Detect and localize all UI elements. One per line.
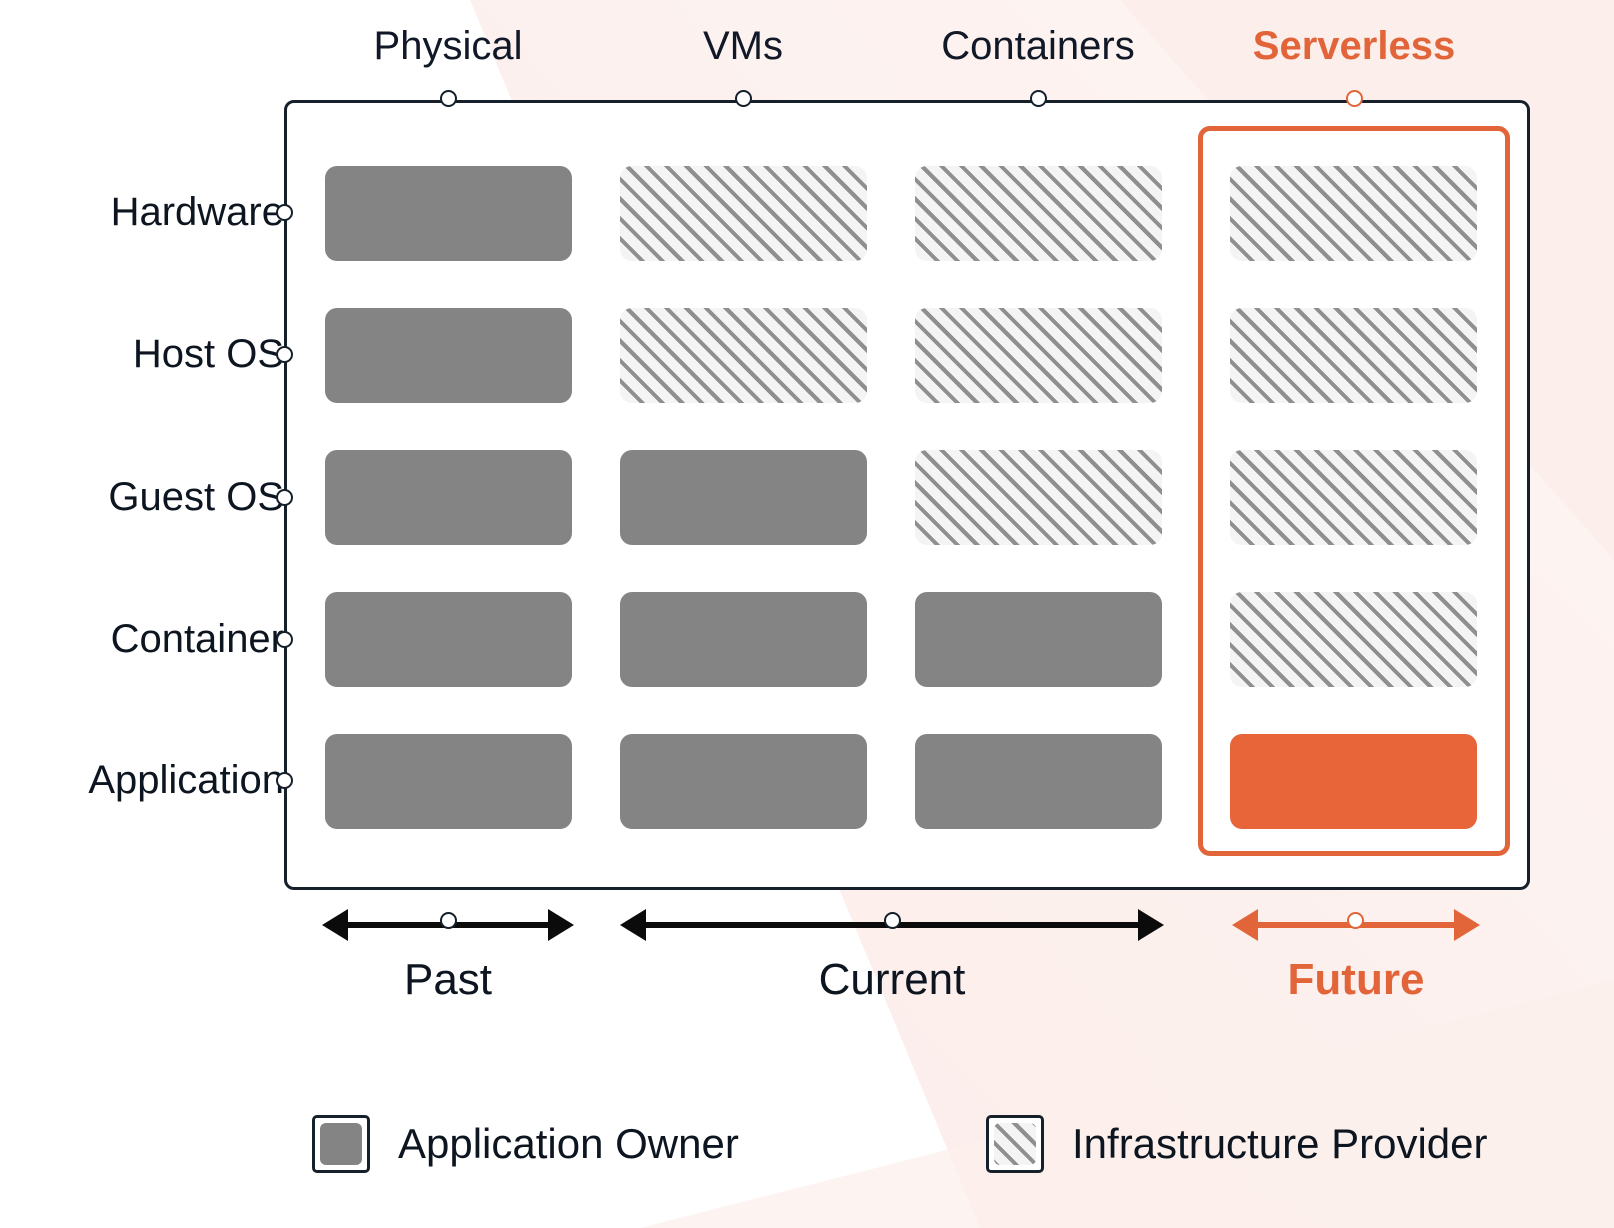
column-header-serverless-label: Serverless: [1252, 24, 1456, 68]
cell-physical-host-os: [325, 308, 572, 403]
legend-item-application-owner: Application Owner: [312, 1115, 739, 1173]
column-header-containers-label: Containers: [941, 24, 1135, 68]
phase-label-future-text: Future: [1287, 955, 1425, 1004]
phase-label-current-text: Current: [818, 955, 966, 1004]
cell-physical-application: [325, 734, 572, 829]
column-header-vms-label: VMs: [703, 24, 783, 68]
marker-column-serverless: [1346, 90, 1363, 107]
legend-item-infrastructure-provider: Infrastructure Provider: [986, 1115, 1488, 1173]
phase-arrow-past-head-right: [548, 909, 574, 941]
phase-label-current: Current: [742, 958, 1042, 1002]
phase-arrow-current-head-right: [1138, 909, 1164, 941]
legend-swatch-owner-fill: [320, 1123, 362, 1165]
marker-row-hardware: [276, 204, 293, 221]
cell-containers-application: [915, 734, 1162, 829]
legend-swatch-infrastructure-provider: [986, 1115, 1044, 1173]
marker-phase-future: [1347, 912, 1364, 929]
cell-containers-host-os: [915, 308, 1162, 403]
column-header-containers: Containers: [878, 26, 1198, 66]
cell-physical-container: [325, 592, 572, 687]
cell-serverless-host-os: [1230, 308, 1477, 403]
column-header-vms: VMs: [583, 26, 903, 66]
phase-arrow-future-head-right: [1454, 909, 1480, 941]
column-header-serverless: Serverless: [1194, 26, 1514, 66]
cell-physical-guest-os: [325, 450, 572, 545]
marker-column-containers: [1030, 90, 1047, 107]
marker-column-vms: [735, 90, 752, 107]
cell-vms-host-os: [620, 308, 867, 403]
row-label-host-os: Host OS: [133, 334, 284, 374]
cell-vms-application: [620, 734, 867, 829]
phase-arrow-future-head-left: [1232, 909, 1258, 941]
row-label-container: Container: [111, 619, 284, 659]
marker-phase-past: [440, 912, 457, 929]
row-label-host-os-text: Host OS: [132, 332, 284, 376]
row-label-container-text: Container: [110, 617, 284, 661]
phase-label-past: Past: [298, 958, 598, 1002]
row-label-application: Application: [88, 760, 284, 800]
phase-arrow-past-head-left: [322, 909, 348, 941]
marker-phase-current: [884, 912, 901, 929]
row-label-hardware-text: Hardware: [110, 190, 284, 234]
cell-serverless-hardware: [1230, 166, 1477, 261]
column-header-physical: Physical: [288, 26, 608, 66]
phase-arrow-current-head-left: [620, 909, 646, 941]
legend-swatch-infra-fill: [994, 1123, 1036, 1165]
cell-vms-hardware: [620, 166, 867, 261]
phase-label-future: Future: [1206, 958, 1506, 1002]
cell-serverless-container: [1230, 592, 1477, 687]
legend-label-application-owner: Application Owner: [398, 1120, 739, 1167]
legend-swatch-application-owner: [312, 1115, 370, 1173]
marker-row-container: [276, 631, 293, 648]
marker-row-host-os: [276, 346, 293, 363]
cell-vms-container: [620, 592, 867, 687]
row-label-guest-os: Guest OS: [108, 477, 284, 517]
row-label-application-text: Application: [88, 758, 284, 802]
cell-physical-hardware: [325, 166, 572, 261]
marker-row-guest-os: [276, 489, 293, 506]
legend-label-infrastructure-provider: Infrastructure Provider: [1072, 1120, 1488, 1167]
cell-vms-guest-os: [620, 450, 867, 545]
cell-containers-guest-os: [915, 450, 1162, 545]
row-label-guest-os-text: Guest OS: [108, 475, 284, 519]
phase-label-past-text: Past: [403, 955, 493, 1004]
marker-row-application: [276, 772, 293, 789]
row-label-hardware: Hardware: [111, 192, 284, 232]
column-header-physical-label: Physical: [373, 24, 523, 68]
cell-serverless-guest-os: [1230, 450, 1477, 545]
cell-containers-hardware: [915, 166, 1162, 261]
cell-containers-container: [915, 592, 1162, 687]
cell-serverless-application: [1230, 734, 1477, 829]
marker-column-physical: [440, 90, 457, 107]
